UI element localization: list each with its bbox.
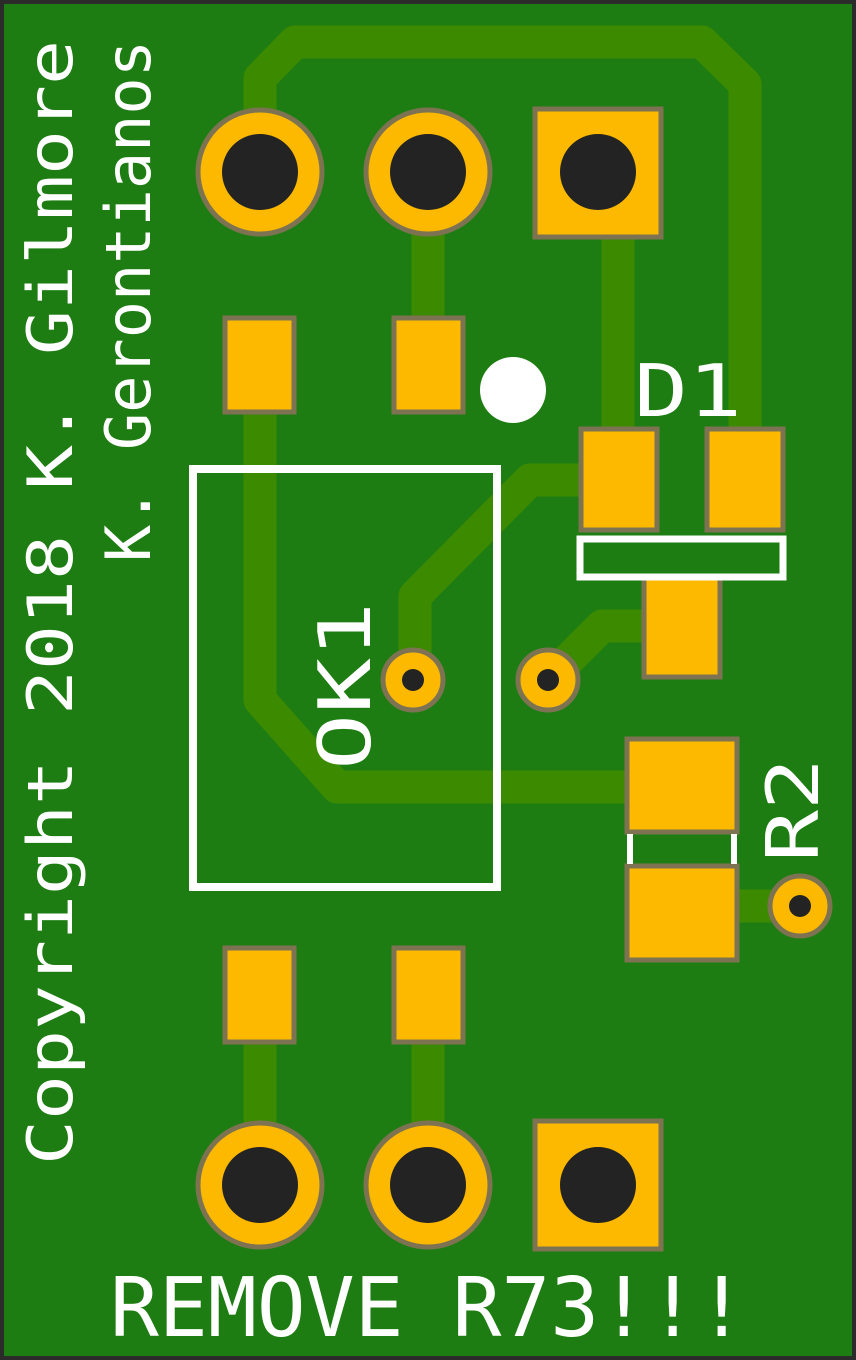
d1-pad bbox=[578, 426, 660, 533]
ok1-outline bbox=[189, 465, 501, 891]
trace-top-loop bbox=[243, 25, 762, 495]
author2-text: K. Gerontianos bbox=[92, 40, 165, 562]
copyright-text: Copyright 2018 K. Gilmore bbox=[14, 40, 87, 1165]
smd-pads bbox=[222, 315, 786, 1045]
d1-label: D1 bbox=[634, 349, 742, 433]
ok1-label: OK1 bbox=[303, 602, 387, 770]
d1-outline bbox=[576, 535, 787, 581]
d1-pad bbox=[704, 426, 786, 533]
drill-hole bbox=[390, 1147, 466, 1223]
ok1-pad bbox=[222, 945, 297, 1045]
pin1-marker-dot bbox=[480, 357, 546, 423]
via-hole bbox=[789, 895, 811, 917]
via-hole bbox=[402, 669, 424, 691]
r2-pad bbox=[624, 736, 740, 835]
r2-pad bbox=[624, 863, 740, 963]
drill-hole bbox=[390, 134, 466, 210]
drill-hole bbox=[222, 1147, 298, 1223]
ok1-pad bbox=[222, 315, 297, 415]
remove-r73-warning: REMOVE R73!!! bbox=[110, 1261, 746, 1356]
trace-d1-via bbox=[398, 463, 635, 697]
through-hole-pads bbox=[195, 106, 664, 1252]
trace-ok1-r2 bbox=[243, 348, 697, 804]
ok1-pad bbox=[391, 315, 466, 415]
d1-pad bbox=[641, 573, 723, 680]
vias bbox=[380, 647, 833, 939]
drill-hole bbox=[560, 1147, 636, 1223]
drill-hole bbox=[560, 134, 636, 210]
via-hole bbox=[537, 669, 559, 691]
ok1-pad bbox=[391, 945, 466, 1045]
r2-label: R2 bbox=[751, 758, 835, 862]
drill-hole bbox=[222, 134, 298, 210]
silkscreen: Copyright 2018 K. Gilmore K. Gerontianos… bbox=[14, 40, 835, 1356]
